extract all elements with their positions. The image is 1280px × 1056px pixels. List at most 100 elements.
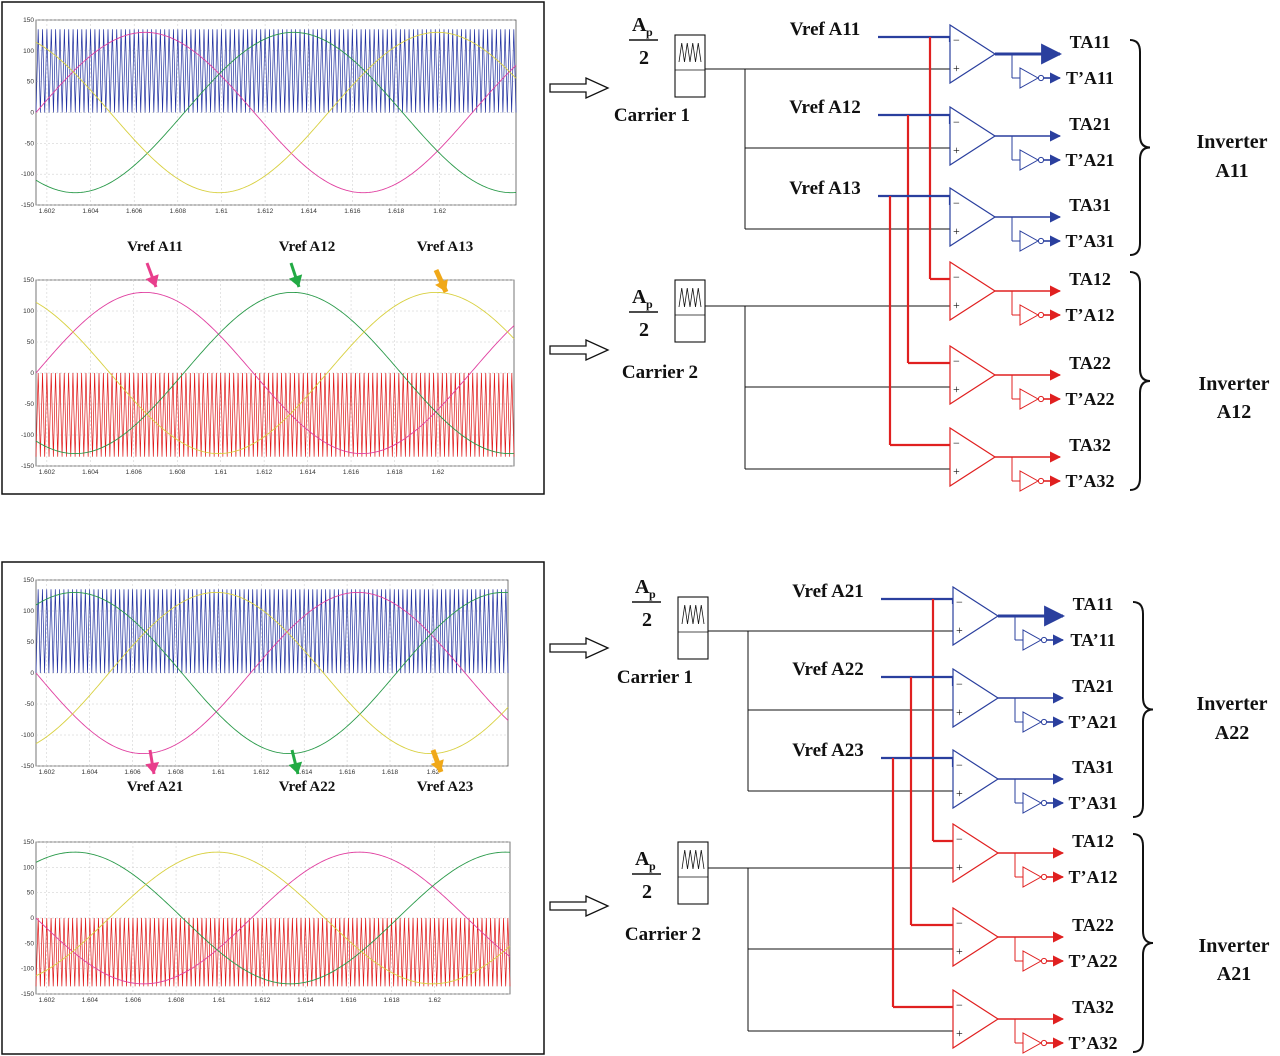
chart-x-tick-label: 1.608 [168, 997, 185, 1004]
chart-y-tick-label: -100 [21, 432, 34, 439]
chart-y-tick-label: -100 [21, 732, 34, 739]
chart-reference-series-pink [35, 291, 515, 455]
chart-x-tick-label: 1.616 [339, 769, 356, 776]
inverter-label: Inverter [1196, 131, 1267, 153]
pink-ref-arrow [145, 749, 160, 775]
chart-x-tick-label: 1.62 [428, 997, 441, 1004]
not-gate-triangle [1022, 792, 1043, 814]
inverter-brace-2 [1132, 833, 1154, 1053]
comparator-minus-sign: − [956, 832, 963, 846]
chart-x-tick-label: 1.604 [81, 769, 98, 776]
carrier-block [677, 841, 709, 905]
comparator-6: −+ [949, 426, 1062, 492]
chart-reference-series-green [35, 291, 515, 455]
comparator-plus-sign: + [953, 464, 960, 478]
chart-x-tick-label: 1.61 [212, 769, 225, 776]
chart-reference-series-pink [35, 851, 511, 985]
inverted-output-label: T’A21 [1066, 150, 1115, 170]
output-label: TA22 [1072, 915, 1114, 935]
chart-y-tick-label: 150 [23, 17, 34, 24]
chart-x-tick-label: 1.612 [256, 469, 273, 476]
inverted-output-label: T’A21 [1069, 712, 1118, 732]
comparator-triangle [952, 988, 1000, 1050]
inverter-label: A21 [1217, 963, 1251, 985]
arrow-head [145, 274, 159, 287]
chart-y-tick-label: -100 [21, 966, 34, 973]
inverted-output-label: T’A11 [1066, 68, 1114, 88]
comparator-triangle [949, 344, 997, 406]
comparator-triangle [952, 822, 1000, 884]
gain-numerator: A [635, 848, 650, 870]
green-ref-arrow [288, 749, 303, 775]
output-label: TA12 [1069, 269, 1111, 289]
not-gate-bubble [1037, 311, 1045, 319]
not-gate-bubble [1040, 1039, 1048, 1047]
carrier-waveform-icon [678, 287, 702, 308]
hollow-arrow-carrier-1 [549, 76, 610, 100]
chart-y-tick-label: 150 [23, 839, 34, 846]
gain-denominator: 2 [639, 47, 649, 69]
comparator-5: −+ [952, 906, 1065, 972]
chart-x-tick-label: 1.618 [383, 997, 400, 1004]
chart-reference-series-green [35, 31, 517, 194]
chart-y-tick-label: 50 [27, 639, 35, 646]
inverter-brace-1 [1132, 601, 1154, 818]
chart-reference-series-pink [35, 31, 517, 194]
inverted-output-label: T’A32 [1066, 471, 1115, 491]
comparator-4: −+ [952, 822, 1065, 888]
inverted-output-label: T’A12 [1069, 867, 1118, 887]
chart-carrier-series [35, 589, 509, 674]
chart-x-tick-label: 1.616 [344, 208, 361, 215]
comparator-triangle [949, 23, 997, 85]
comparator-triangle [949, 426, 997, 488]
vref-input-label: Vref A21 [792, 581, 864, 602]
comparator-triangle [949, 105, 997, 167]
comparator-minus-sign: − [956, 677, 963, 691]
green-ref-arrow [288, 262, 303, 288]
not-gate-triangle [1022, 1032, 1043, 1054]
comparator-plus-sign: + [953, 143, 960, 157]
inverter-label: A12 [1217, 401, 1251, 423]
not-gate-triangle [1019, 149, 1040, 171]
carrier-1-label: Carrier 1 [614, 105, 690, 126]
comparator-plus-sign: + [956, 944, 963, 958]
comparator-triangle [949, 186, 997, 248]
hollow-arrow-carrier-2 [549, 894, 610, 918]
chart-x-tick-label: 1.604 [82, 208, 99, 215]
inverter-label: A11 [1215, 160, 1248, 182]
carrier-block-2 [677, 841, 709, 905]
not-gate-bubble [1037, 156, 1045, 164]
chart-x-tick-label: 1.612 [257, 208, 274, 215]
arrow-head [145, 761, 160, 774]
not-gate-bubble [1040, 718, 1048, 726]
pink-ref-arrow [145, 262, 159, 288]
comparator-4: −+ [949, 260, 1062, 326]
chart-reference-series-yellow [35, 291, 515, 455]
gain-numerator: A [635, 576, 650, 598]
comparator-plus-sign: + [956, 1026, 963, 1040]
carrier-block-1 [677, 596, 709, 660]
carrier-block [674, 34, 706, 98]
comparator-triangle [952, 748, 1000, 810]
output-label: TA21 [1072, 676, 1114, 696]
vref-input-label: Vref A23 [792, 740, 864, 761]
not-gate-bubble [1037, 74, 1045, 82]
output-label: TA32 [1069, 435, 1111, 455]
comparator-3: −+ [949, 186, 1062, 252]
inverted-output-label: TA’11 [1070, 630, 1115, 650]
not-gate-bubble [1040, 873, 1048, 881]
chart-x-tick-label: 1.61 [214, 469, 227, 476]
chart-y-tick-label: -150 [21, 991, 34, 998]
chart-ref-label: Vref A12 [279, 239, 336, 255]
chart-y-tick-label: 50 [27, 79, 35, 86]
chart-x-tick-label: 1.614 [297, 997, 314, 1004]
chart-y-tick-label: 100 [23, 864, 34, 871]
comparator-triangle [949, 260, 997, 322]
carrier-1-label: Carrier 1 [617, 667, 693, 688]
comparator-minus-sign: − [953, 33, 960, 47]
chart-x-tick-label: 1.608 [167, 769, 184, 776]
